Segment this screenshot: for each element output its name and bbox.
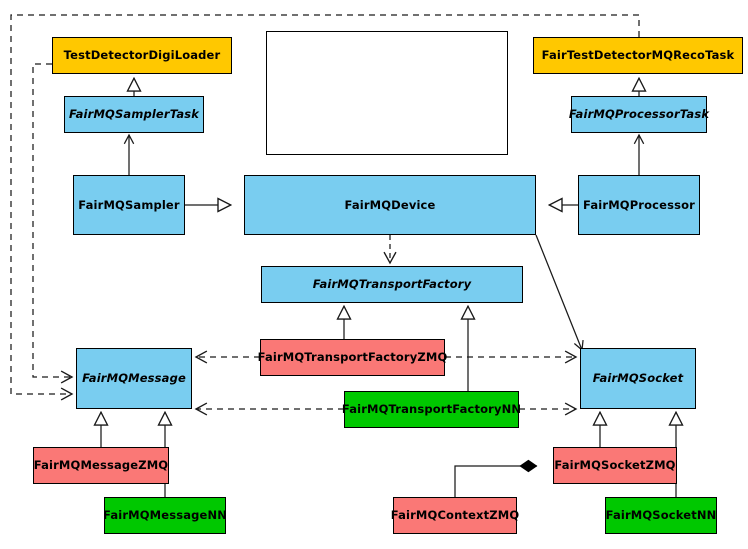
class-node-fairmqcontextzmq[interactable]: FairMQContextZMQ [391, 497, 519, 534]
class-node-testdetectordigiloader[interactable]: TestDetectorDigiLoader [52, 37, 232, 74]
class-node-fairmqprocessor[interactable]: FairMQProcessor [578, 175, 700, 235]
class-node-fairmqdevice[interactable]: FairMQDevice [244, 175, 536, 235]
class-node-fairmqmessagezmq[interactable]: FairMQMessageZMQ [33, 447, 169, 484]
legend-panel [266, 31, 508, 155]
class-node-fairmqsamplertask[interactable]: FairMQSamplerTask [64, 96, 204, 133]
class-node-fairmqprocessortask[interactable]: FairMQProcessorTask [569, 96, 709, 133]
class-node-fairmqsocketnn[interactable]: FairMQSocketNN [605, 497, 717, 534]
class-node-fairmqmessagenn[interactable]: FairMQMessageNN [103, 497, 227, 534]
class-node-fairmqsocket[interactable]: FairMQSocket [580, 348, 696, 409]
class-node-fairmqtransportfactoryzmq[interactable]: FairMQTransportFactoryZMQ [258, 339, 447, 376]
class-node-fairtestdetectormqrecotask[interactable]: FairTestDetectorMQRecoTask [533, 37, 743, 74]
edge-contextzmq-socketzmq [454, 466, 537, 497]
edge-device-socket [535, 234, 584, 352]
class-node-fairmqmessage[interactable]: FairMQMessage [76, 348, 192, 409]
class-node-fairmqtransportfactorynn[interactable]: FairMQTransportFactoryNN [342, 391, 521, 428]
class-node-fairmqtransportfactory[interactable]: FairMQTransportFactory [261, 266, 523, 303]
class-node-fairmqsampler[interactable]: FairMQSampler [73, 175, 185, 235]
class-node-fairmqsocketzmq[interactable]: FairMQSocketZMQ [553, 447, 677, 484]
